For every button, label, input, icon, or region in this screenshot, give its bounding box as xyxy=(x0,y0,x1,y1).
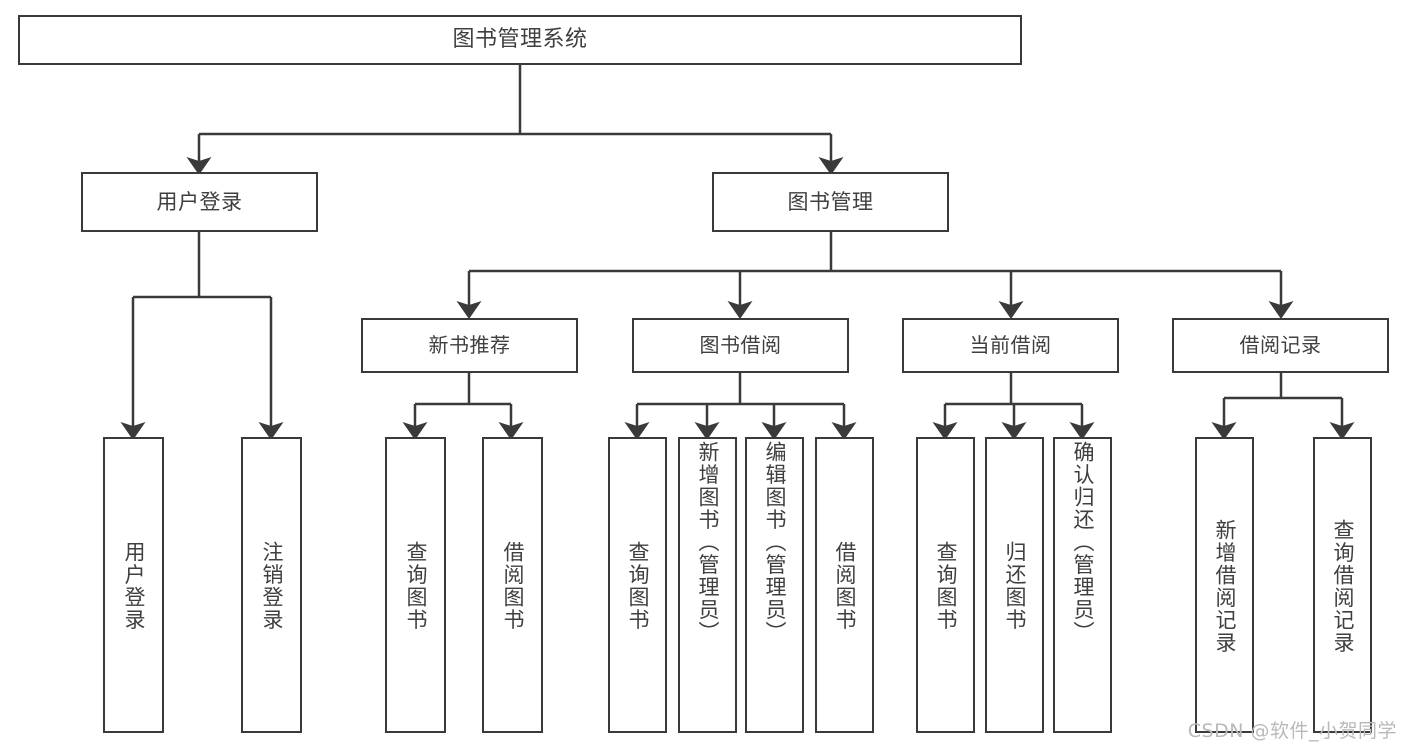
node-leaf-confirm-return-admin[interactable]: 确认归还（管理员） xyxy=(1053,437,1112,733)
node-current-borrow-label: 当前借阅 xyxy=(969,332,1052,357)
node-leaf-edit-book-admin[interactable]: 编辑图书（管理员） xyxy=(745,437,804,733)
node-leaf-add-book-admin-label: 新增图书（管理员） xyxy=(695,441,720,644)
node-leaf-borrow-book-label: 借阅图书 xyxy=(832,541,857,631)
node-leaf-return-book[interactable]: 归还图书 xyxy=(985,437,1044,733)
node-leaf-recommend-borrow-book-label: 借阅图书 xyxy=(500,541,525,631)
node-leaf-logout-label: 注销登录 xyxy=(259,541,284,631)
node-leaf-current-query-book-label: 查询图书 xyxy=(933,541,958,631)
node-leaf-user-login-label: 用户登录 xyxy=(121,541,146,631)
node-leaf-add-borrow-record[interactable]: 新增借阅记录 xyxy=(1195,437,1254,733)
node-new-book-recommend[interactable]: 新书推荐 xyxy=(361,318,578,373)
node-leaf-logout[interactable]: 注销登录 xyxy=(241,437,302,733)
node-leaf-borrow-query-book[interactable]: 查询图书 xyxy=(608,437,667,733)
node-leaf-borrow-book[interactable]: 借阅图书 xyxy=(815,437,874,733)
node-current-borrow[interactable]: 当前借阅 xyxy=(902,318,1119,373)
node-book-management-label: 图书管理 xyxy=(787,189,874,214)
node-book-management[interactable]: 图书管理 xyxy=(712,172,949,232)
node-leaf-add-book-admin[interactable]: 新增图书（管理员） xyxy=(678,437,737,733)
node-leaf-return-book-label: 归还图书 xyxy=(1002,541,1027,631)
node-leaf-add-borrow-record-label: 新增借阅记录 xyxy=(1212,518,1237,654)
node-book-borrow[interactable]: 图书借阅 xyxy=(632,318,849,373)
node-user-login-label: 用户登录 xyxy=(156,189,243,214)
node-leaf-borrow-query-book-label: 查询图书 xyxy=(625,541,650,631)
node-borrow-record[interactable]: 借阅记录 xyxy=(1172,318,1389,373)
node-leaf-recommend-query-book[interactable]: 查询图书 xyxy=(385,437,446,733)
node-leaf-query-borrow-record[interactable]: 查询借阅记录 xyxy=(1313,437,1372,733)
node-new-book-recommend-label: 新书推荐 xyxy=(428,332,511,357)
node-book-borrow-label: 图书借阅 xyxy=(699,332,782,357)
watermark-text: CSDN @软件_小贺同学 xyxy=(1187,720,1397,742)
node-leaf-current-query-book[interactable]: 查询图书 xyxy=(916,437,975,733)
node-root-system-label: 图书管理系统 xyxy=(452,27,588,53)
node-leaf-edit-book-admin-label: 编辑图书（管理员） xyxy=(762,441,787,644)
node-borrow-record-label: 借阅记录 xyxy=(1239,332,1322,357)
node-leaf-recommend-query-book-label: 查询图书 xyxy=(403,541,428,631)
node-leaf-recommend-borrow-book[interactable]: 借阅图书 xyxy=(482,437,543,733)
node-user-login[interactable]: 用户登录 xyxy=(81,172,318,232)
node-leaf-user-login[interactable]: 用户登录 xyxy=(103,437,164,733)
node-leaf-query-borrow-record-label: 查询借阅记录 xyxy=(1330,518,1355,654)
node-leaf-confirm-return-admin-label: 确认归还（管理员） xyxy=(1070,441,1095,644)
node-root-system[interactable]: 图书管理系统 xyxy=(18,15,1022,65)
